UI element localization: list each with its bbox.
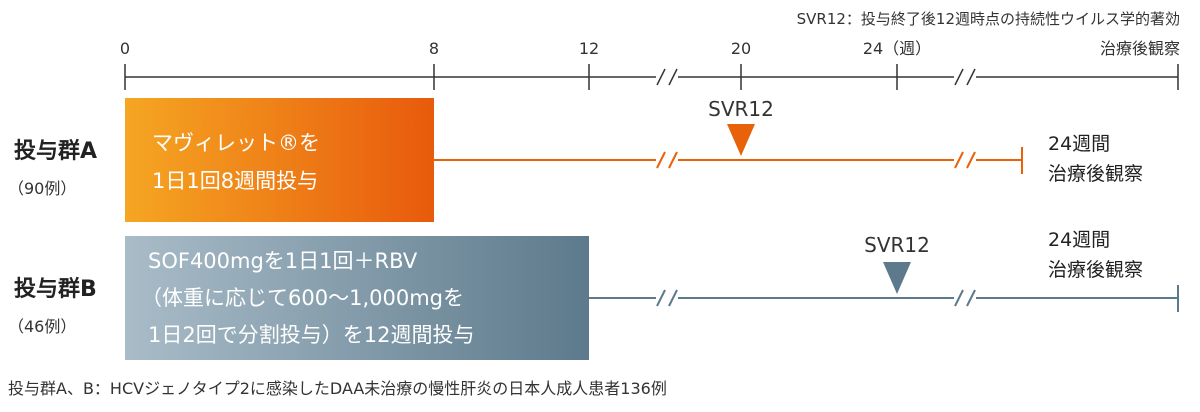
group-a: 投与群A （90例） マヴィレット®を 1日1回8週間投与 SVR12 24週間… — [8, 97, 1143, 222]
population-footnote: 投与群A、B：HCVジェノタイプ2に感染したDAA未治療の慢性肝炎の日本人成人患… — [8, 379, 667, 398]
group-b-break-1 — [656, 289, 678, 307]
group-a-name: 投与群A — [14, 138, 97, 164]
axis-tick-label-20: 20 — [731, 39, 751, 58]
group-b-box-line-2: （体重に応じて600～1,000mgを — [141, 286, 464, 310]
group-a-break-2 — [954, 151, 976, 169]
group-a-box-line-1: マヴィレット®を — [152, 131, 320, 155]
group-a-end-label-1: 24週間 — [1048, 133, 1110, 155]
group-a-box-line-2: 1日1回8週間投与 — [152, 169, 318, 193]
group-b-count: （46例） — [8, 317, 76, 336]
axis-tick-label-8: 8 — [429, 39, 439, 58]
axis-break-2 — [954, 68, 976, 86]
group-b-break-2 — [954, 289, 976, 307]
axis-observation-label: 治療後観察 — [1100, 39, 1180, 58]
group-b-box-line-1: SOF400mgを1日1回＋RBV — [148, 249, 418, 273]
axis-tick-label-0: 0 — [120, 39, 130, 58]
group-b: 投与群B （46例） SOF400mgを1日1回＋RBV （体重に応じて600～… — [8, 229, 1179, 360]
axis-break-1 — [656, 68, 678, 86]
group-a-count: （90例） — [8, 179, 76, 198]
group-a-svr12-marker — [727, 124, 755, 156]
group-b-box-line-3: 1日2回で分割投与）を12週間投与 — [148, 323, 474, 347]
svr-definition-note: SVR12：投与終了後12週時点の持続性ウイルス学的著効 — [797, 10, 1180, 28]
axis-tick-label-12: 12 — [579, 39, 599, 58]
group-a-svr12-label: SVR12 — [708, 97, 774, 121]
time-axis: 0 8 12 20 24（週） 治療後観察 — [120, 39, 1180, 90]
group-a-treatment-box — [125, 98, 434, 222]
axis-tick-label-24: 24（週） — [863, 39, 931, 58]
group-b-treatment-box — [125, 236, 589, 360]
group-b-end-label-1: 24週間 — [1048, 229, 1110, 251]
group-a-break-1 — [656, 151, 678, 169]
group-b-svr12-label: SVR12 — [864, 233, 930, 257]
group-b-name: 投与群B — [14, 276, 97, 302]
group-a-end-label-2: 治療後観察 — [1048, 163, 1143, 185]
group-b-svr12-marker — [883, 262, 911, 294]
group-b-end-label-2: 治療後観察 — [1048, 259, 1143, 281]
